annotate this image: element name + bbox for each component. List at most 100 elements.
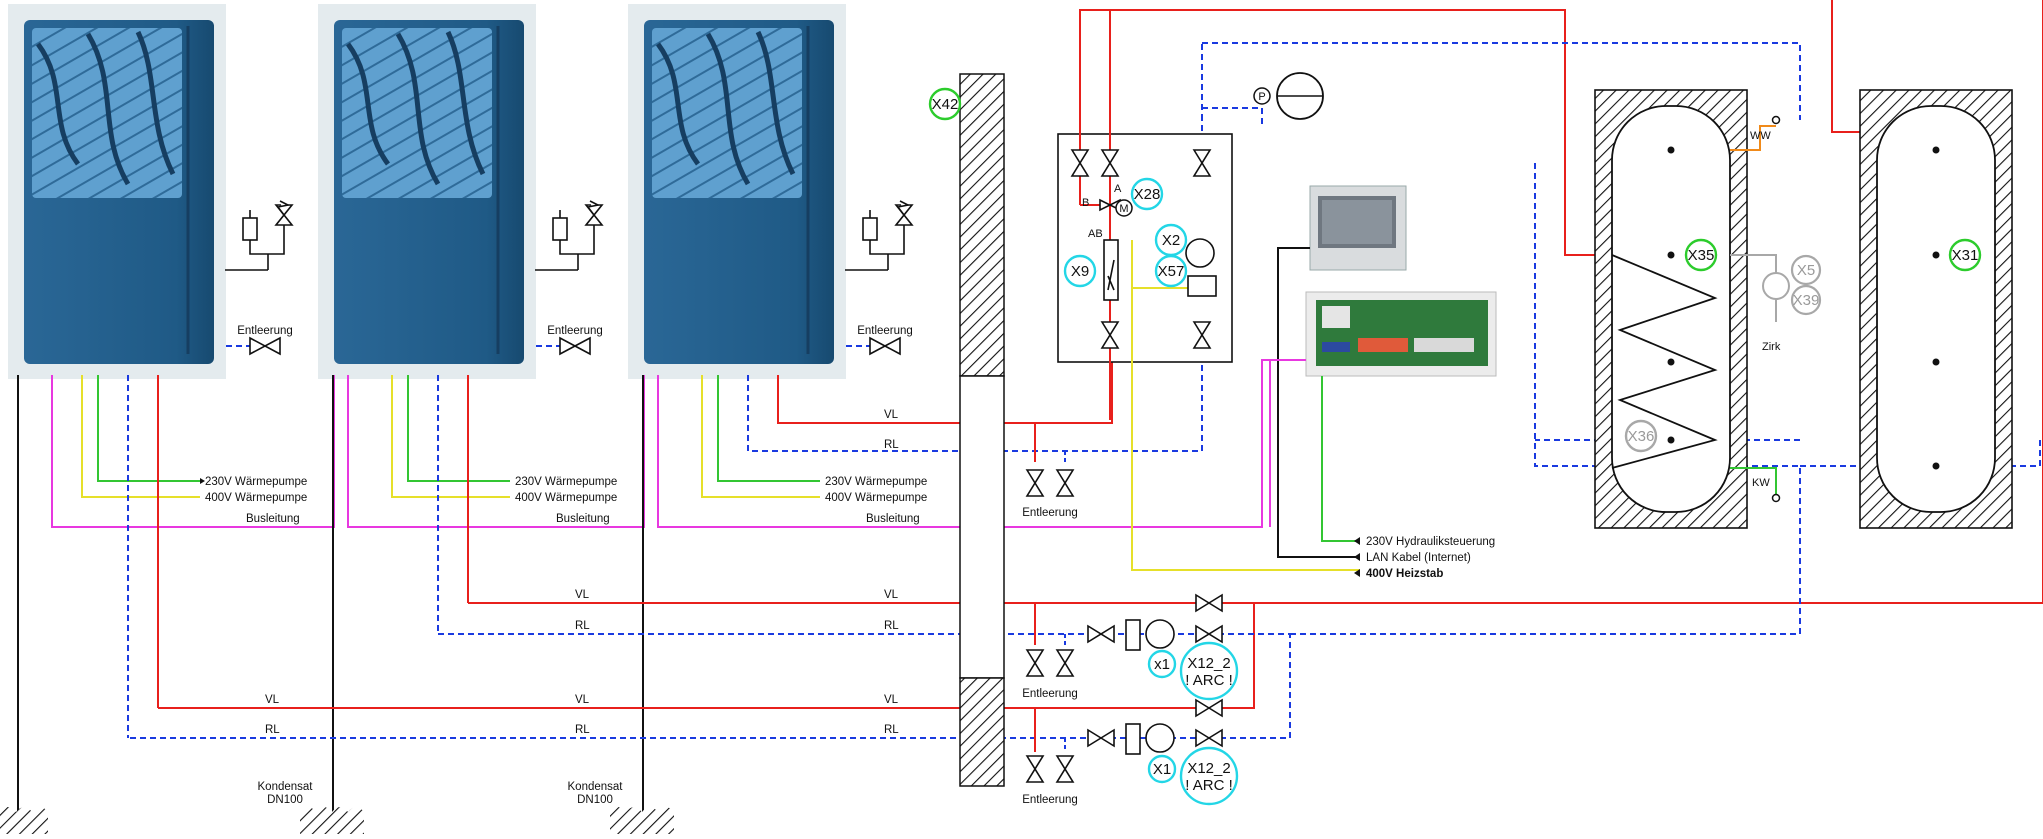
motor-icon <box>1115 199 1133 217</box>
bubble-x57-label: X57 <box>1158 263 1185 280</box>
wall-upper <box>959 73 1005 377</box>
safety-valve-group-1 <box>225 200 294 271</box>
bubble-x42: X42 <box>928 87 962 121</box>
drain-pair-middle <box>1025 603 1075 677</box>
port-ab-label: AB <box>1088 228 1103 240</box>
tank-2-body <box>1876 105 1996 513</box>
kw-pipe <box>1730 467 1777 496</box>
rl-label-2: RL <box>884 620 899 632</box>
drain-valve-2: Entleerung <box>536 325 603 356</box>
bubble-x2: X2 <box>1154 223 1188 257</box>
rl-label-3: RL <box>265 724 280 736</box>
kw-label: KW <box>1752 477 1770 489</box>
bubble-x31-label: X31 <box>1952 247 1979 264</box>
bubble-x12-b-line2: ! ARC ! <box>1185 777 1233 794</box>
condensate-2: Kondensat DN100 <box>258 781 364 834</box>
bubble-x5: X5 <box>1790 254 1822 286</box>
bubble-x57: X57 <box>1154 254 1188 288</box>
vl-label-2: VL <box>884 589 899 601</box>
condensate-label-3: Kondensat <box>568 781 624 793</box>
bubble-x35-label: X35 <box>1688 247 1715 264</box>
bubble-x1-bottom-label: X1 <box>1153 761 1171 778</box>
unit-1-lines <box>17 375 335 820</box>
pump-group-1 <box>1087 593 1223 651</box>
supply-230-label-2: 230V Wärmepumpe <box>515 476 617 488</box>
tank-1-body <box>1611 105 1731 513</box>
zirk-label: Zirk <box>1762 341 1781 353</box>
drain-label-3: Entleerung <box>857 325 913 337</box>
bubble-x39: X39 <box>1790 284 1822 316</box>
condensate-label-2: Kondensat <box>258 781 314 793</box>
vl-label-5: VL <box>884 694 899 706</box>
touch-display <box>1309 185 1407 271</box>
bubble-x35: X35 <box>1684 238 1718 272</box>
heat-pump-3 <box>628 4 846 379</box>
motor-label: M <box>1119 203 1128 215</box>
header-pipes <box>128 0 2043 739</box>
condensate-3: Kondensat DN100 <box>568 781 674 834</box>
condensate-1 <box>0 807 48 834</box>
bubble-x9-label: X9 <box>1071 263 1089 280</box>
safety-valve-group-3 <box>845 200 914 271</box>
pump-group-2 <box>1087 698 1223 755</box>
safety-valve-group-2 <box>535 200 604 271</box>
bubble-x12-a: X12_2 ! ARC ! <box>1179 641 1239 701</box>
pump-icon <box>1185 238 1215 268</box>
tank-1-coil <box>1611 254 1718 469</box>
controller-wiring <box>1269 247 1360 558</box>
bubble-x9: X9 <box>1063 254 1097 288</box>
wall-opening <box>959 375 1005 679</box>
rl-label-top: RL <box>884 439 899 451</box>
port-a-label: A <box>1114 183 1122 195</box>
drain-label-2: Entleerung <box>547 325 603 337</box>
bubble-x12-b-line1: X12_2 <box>1187 760 1230 777</box>
heat-pump-1 <box>8 4 226 379</box>
bubble-x36: X36 <box>1624 419 1658 453</box>
bus-label-3: Busleitung <box>866 513 920 525</box>
bus-label-1: Busleitung <box>246 513 300 525</box>
bus-label-2: Busleitung <box>556 513 610 525</box>
supply-230-label-3: 230V Wärmepumpe <box>825 476 927 488</box>
heater-label: 400V Heizstab <box>1366 568 1443 580</box>
hydraulic-control-label: 230V Hydrauliksteuerung <box>1366 536 1495 548</box>
unit-2-lines <box>332 375 645 820</box>
drain-pair-upper <box>1025 423 1075 497</box>
vl-label-1: VL <box>575 589 590 601</box>
bubble-x36-label: X36 <box>1628 428 1655 445</box>
bubble-x5-label: X5 <box>1797 262 1815 279</box>
module-valves <box>1070 149 1217 349</box>
control-board <box>1305 291 1497 377</box>
bubble-x28-label: X28 <box>1134 186 1161 203</box>
vl-label-top: VL <box>884 409 899 421</box>
condensate-size-2: DN100 <box>267 794 303 806</box>
bubble-x31: X31 <box>1948 238 1982 272</box>
drain-label-1: Entleerung <box>237 325 293 337</box>
drain-valve-1: Entleerung <box>226 325 293 356</box>
bubble-x12-a-line2: ! ARC ! <box>1185 672 1233 689</box>
wall-drain-label: Entleerung <box>1022 507 1078 519</box>
pressure-gauge-icon <box>1253 87 1271 105</box>
lan-cable-label: LAN Kabel (Internet) <box>1366 552 1471 564</box>
pressure-label: P <box>1258 91 1265 103</box>
vl-label-4: VL <box>575 694 590 706</box>
drain-valve-3: Entleerung <box>846 325 913 356</box>
supply-400-label-3: 400V Wärmepumpe <box>825 492 927 504</box>
bubble-x39-label: X39 <box>1793 292 1820 309</box>
port-b-label: B <box>1082 197 1089 209</box>
lower-drain-label-1: Entleerung <box>1022 688 1078 700</box>
condensate-size-3: DN100 <box>577 794 613 806</box>
supply-400-label-2: 400V Wärmepumpe <box>515 492 617 504</box>
bubble-x1-bottom: X1 <box>1147 754 1177 784</box>
bubble-x12-b: X12_2 ! ARC ! <box>1179 746 1239 806</box>
bubble-x28: X28 <box>1130 177 1164 211</box>
bubble-x12-a-line1: X12_2 <box>1187 655 1230 672</box>
circulation-pump-icon <box>1762 272 1790 300</box>
drain-pair-lower <box>1025 708 1075 783</box>
supply-400-label-1: 400V Wärmepumpe <box>205 492 307 504</box>
bubble-x2-label: X2 <box>1162 232 1180 249</box>
ww-pipe <box>1730 125 1776 151</box>
bubble-x1-lower-label: x1 <box>1154 656 1170 673</box>
rl-label-5: RL <box>884 724 899 736</box>
rl-label-1: RL <box>575 620 590 632</box>
